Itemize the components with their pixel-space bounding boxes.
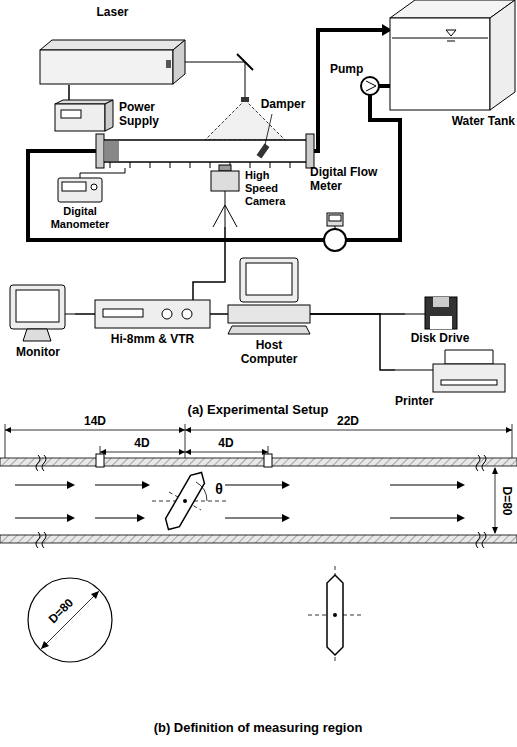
vtr: Hi-8mm & VTR bbox=[95, 300, 210, 355]
power-cable bbox=[69, 85, 70, 100]
vtr-icon bbox=[95, 300, 210, 355]
dimension: D=80 bbox=[500, 486, 514, 515]
node-label: Printer bbox=[395, 394, 455, 408]
node-label: Digital Manometer bbox=[40, 205, 120, 231]
host-computer: Host Computer bbox=[228, 258, 310, 369]
manometer-tube bbox=[80, 168, 125, 178]
dimension: 4D bbox=[134, 436, 149, 450]
flow-meter: Digital Flow Meter bbox=[310, 165, 385, 255]
part-label: Damper bbox=[261, 97, 306, 111]
pipe-loop bbox=[28, 30, 382, 240]
dimension: D=80 bbox=[46, 596, 77, 627]
node-label: Water Tank bbox=[420, 114, 515, 128]
node-label: Power Supply bbox=[119, 100, 183, 129]
node-label: Disk Drive bbox=[405, 331, 475, 345]
caption: (b) Definition of measuring region bbox=[154, 720, 363, 736]
laser: Laser bbox=[40, 5, 185, 85]
disk-drive: Disk Drive bbox=[405, 285, 475, 347]
monitor: Monitor bbox=[5, 285, 75, 365]
video-cable bbox=[193, 227, 225, 300]
node-label: Monitor bbox=[5, 345, 71, 359]
angle-symbol: θ bbox=[215, 481, 223, 498]
power-supply: Power Supply bbox=[55, 100, 185, 132]
dimension: 14D bbox=[84, 414, 106, 428]
printer: Printer bbox=[395, 350, 510, 412]
water-tank: Water Tank bbox=[390, 0, 515, 135]
dimension: 4D bbox=[218, 436, 233, 450]
dimension: 22D bbox=[337, 414, 359, 428]
node-label: Laser bbox=[40, 5, 185, 19]
pressure-taps bbox=[110, 162, 290, 168]
measuring-region bbox=[0, 424, 517, 664]
video-cable bbox=[75, 314, 95, 315]
node-label: Pump bbox=[330, 62, 364, 76]
high-speed-camera: High Speed Camera bbox=[205, 165, 300, 227]
pump: Pump bbox=[330, 62, 382, 98]
node-label: Digital Flow Meter bbox=[310, 165, 385, 194]
manometer: Digital Manometer bbox=[40, 178, 120, 236]
caption: (a) Experimental Setup bbox=[188, 402, 329, 418]
node-label: Host Computer bbox=[228, 338, 310, 367]
node-label: High Speed Camera bbox=[245, 169, 300, 209]
data-cable bbox=[310, 314, 395, 370]
pipe bbox=[382, 86, 390, 87]
node-label: Hi-8mm & VTR bbox=[95, 332, 210, 346]
data-cable bbox=[210, 314, 228, 315]
